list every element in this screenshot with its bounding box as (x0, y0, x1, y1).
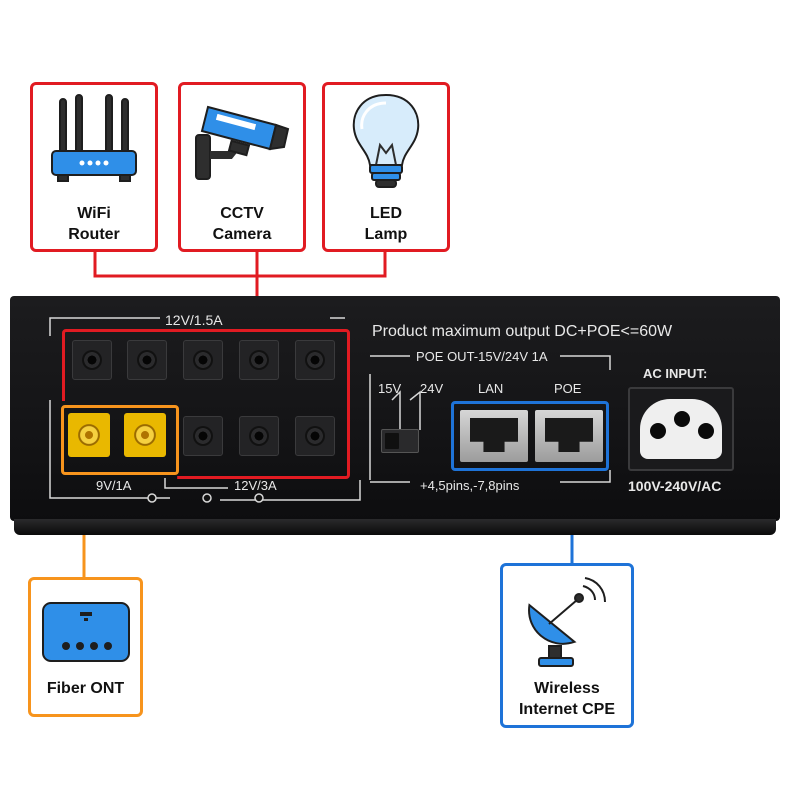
dc-jack-top-2 (127, 340, 167, 380)
dc-jack-top-1 (72, 340, 112, 380)
wifi-router-icon (51, 94, 137, 182)
red-connector (93, 252, 387, 278)
max-output-label: Product maximum output DC+POE<=60W (372, 323, 673, 340)
xt-connector-2 (124, 413, 166, 457)
lan-port (460, 410, 528, 462)
xt-connector-1 (68, 413, 110, 457)
voltage-switch (381, 429, 419, 453)
ethernet-highlight-box (451, 401, 609, 471)
switch-15v-label: 15V (378, 381, 402, 396)
poe-port (535, 410, 603, 462)
xt-9v-label: 9V/1A (96, 478, 132, 493)
power-supply-base (14, 519, 776, 535)
dc-jack-top-4 (239, 340, 279, 380)
switch-24v-label: 24V (420, 381, 444, 396)
fiber-ont-card: Fiber ONT (28, 577, 143, 717)
dc-12v-1-5a-label: 12V/1.5A (165, 312, 223, 328)
satellite-dish-icon (528, 577, 606, 667)
xt-highlight-box (61, 405, 179, 475)
led-lamp-icon (352, 93, 420, 188)
ac-inlet (628, 387, 734, 471)
poe-port-label: POE (554, 381, 582, 396)
dc-12v-3a-label: 12V/3A (234, 478, 277, 493)
poe-out-label: POE OUT-15V/24V 1A (416, 349, 548, 364)
cctv-camera-icon (195, 105, 290, 180)
fiber-ont-label: Fiber ONT (46, 680, 125, 697)
ac-input-label: AC INPUT: (643, 366, 708, 381)
fiber-ont-icon (41, 602, 130, 662)
lan-label: LAN (478, 381, 504, 396)
dc-jack-bottom-3 (295, 416, 335, 456)
dc-jack-bottom-1 (183, 416, 223, 456)
dc-jack-bottom-2 (239, 416, 279, 456)
dc-jack-top-5 (295, 340, 335, 380)
pins-label: +4,5pins,-7,8pins (420, 478, 520, 493)
ac-range-label: 100V-240V/AC (628, 478, 722, 494)
dc-jack-top-3 (183, 340, 223, 380)
